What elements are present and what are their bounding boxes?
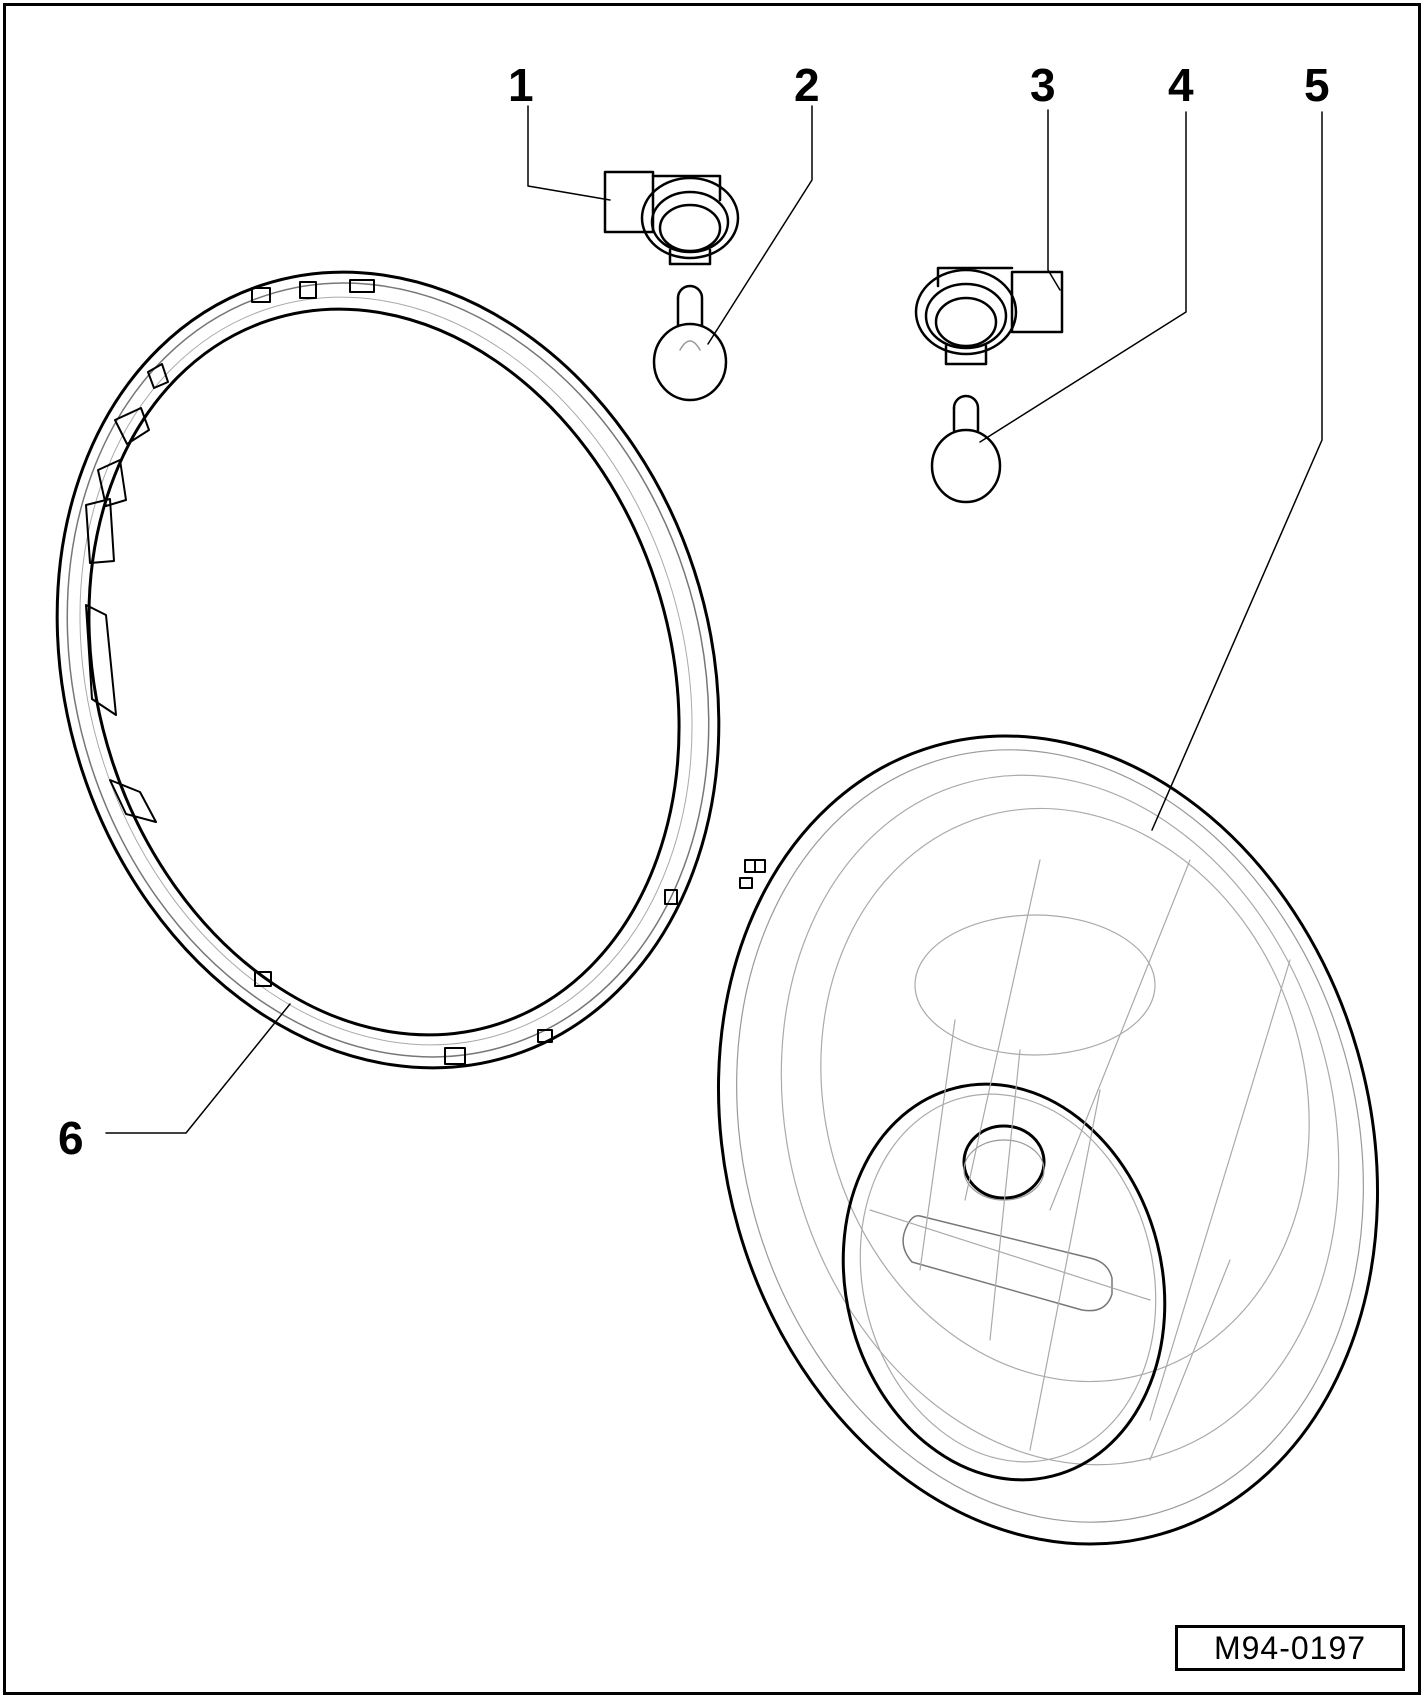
headlight-housing [716,734,1380,1546]
diagram-frame [3,3,1421,1695]
bulb-holder-3 [914,266,1064,366]
callout-3: 3 [1030,59,1056,111]
figure-id-box: M94-0197 [1175,1625,1405,1671]
callout-4: 4 [1168,59,1194,111]
callout-5: 5 [1304,59,1330,111]
callout-2: 2 [794,59,820,111]
bulb-4 [930,394,1002,504]
bulb-holder-1 [603,170,740,266]
figure-id-text: M94-0197 [1213,1629,1367,1666]
bulb-2 [652,284,728,402]
leader-lines [105,105,1323,1134]
callout-6: 6 [58,1112,84,1164]
callout-1: 1 [508,59,534,111]
trim-ring [55,270,721,1070]
